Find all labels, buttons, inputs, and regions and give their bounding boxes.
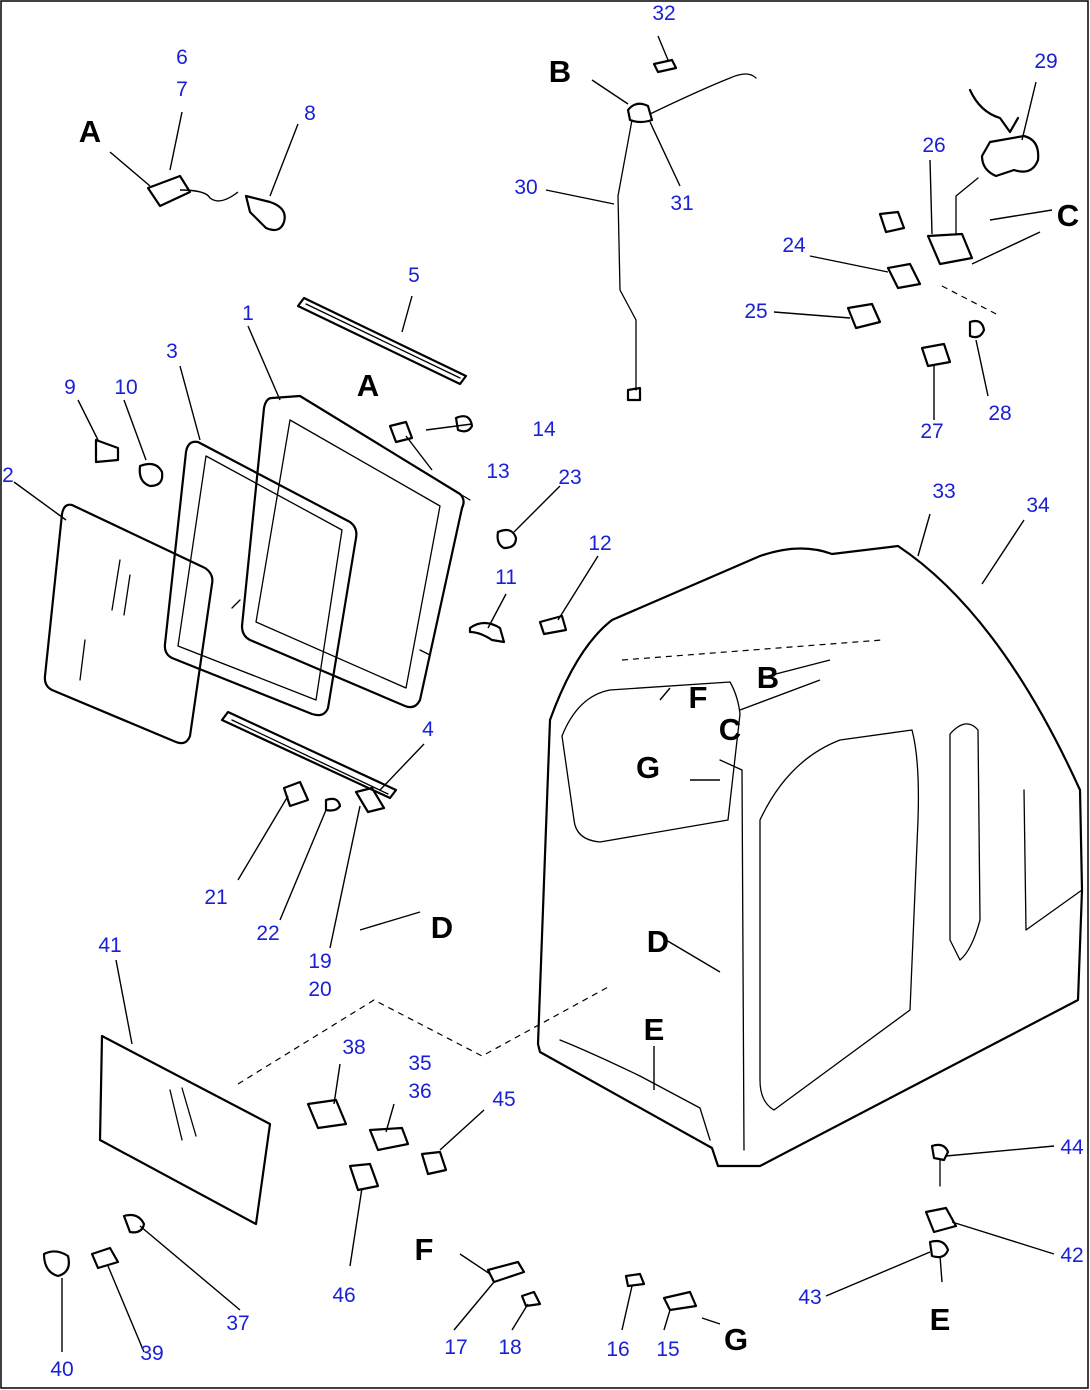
part-number-24: 24 [782,234,806,257]
part-number-6: 6 [176,46,188,69]
part-number-19: 19 [308,950,331,973]
ref-letter-d-left: D [431,910,453,945]
part-number-38: 38 [342,1036,365,1059]
window-frame[interactable] [231,394,471,709]
part-number-23: 23 [558,466,581,489]
ref-letter-f-bottom: F [415,1232,434,1267]
part-number-39: 39 [140,1342,163,1365]
part-number-17: 17 [444,1336,467,1359]
wiper-motor[interactable] [846,88,1040,368]
ref-letter-e-bottom: E [930,1302,951,1337]
part-number-46: 46 [332,1284,355,1307]
ref-letter-b-top: B [549,54,571,89]
part-number-35: 35 [408,1052,431,1075]
part-number-37: 37 [226,1312,249,1335]
part-number-21: 21 [204,886,227,909]
ref-letter-b-cab: B [757,660,779,695]
part-number-16: 16 [606,1338,629,1361]
part-number-11: 11 [495,566,517,589]
part-number-27: 27 [920,420,943,443]
part-number-34: 34 [1026,494,1050,517]
lower-fasteners[interactable] [42,780,958,1312]
part-number-28: 28 [988,402,1011,425]
part-number-29: 29 [1034,50,1057,73]
ref-letter-g-cab: G [636,750,660,785]
part-number-42: 42 [1060,1244,1083,1267]
wiper-cable[interactable] [617,58,757,402]
ref-letter-d-cab: D [647,924,669,959]
lower-rail[interactable] [220,710,398,800]
glass-seal[interactable] [163,440,358,717]
part-number-9: 9 [64,376,76,399]
part-number-2: 2 [2,464,14,487]
cab-body[interactable] [536,544,1084,1168]
ref-letter-f-cab: F [689,680,708,715]
part-number-40: 40 [50,1358,73,1381]
part-number-20: 20 [308,978,331,1001]
part-number-18: 18 [498,1336,521,1359]
part-number-25: 25 [744,300,767,323]
part-number-45: 45 [492,1088,515,1111]
leader-lines [13,35,1055,1353]
upper-rail[interactable] [296,296,468,386]
side-glass[interactable] [98,1034,272,1226]
part-number-7: 7 [176,78,188,101]
part-number-1: 1 [242,302,254,325]
ref-letter-g-bottom: G [724,1322,748,1357]
part-number-12: 12 [588,532,611,555]
part-number-44: 44 [1060,1136,1084,1159]
ref-letter-a-top: A [79,114,101,149]
ref-letter-c-cab: C [719,712,741,747]
part-number-13: 13 [486,460,509,483]
ref-letter-c-top: C [1057,198,1079,233]
ref-letter-e-cab: E [644,1012,665,1047]
reference-letter-labels: A A B B C C D D E E F F G G [79,54,1079,1357]
part-number-36: 36 [408,1080,431,1103]
part-number-5: 5 [408,264,420,287]
part-number-22: 22 [256,922,279,945]
part-number-32: 32 [652,2,675,25]
ref-letter-a-frame: A [357,368,379,403]
part-number-26: 26 [922,134,945,157]
window-latch-parts[interactable] [94,174,568,644]
part-number-33: 33 [932,480,955,503]
part-number-15: 15 [656,1338,679,1361]
part-number-31: 31 [670,192,693,215]
window-glass[interactable] [43,503,214,745]
part-number-3: 3 [166,340,178,363]
part-number-30: 30 [514,176,537,199]
part-number-43: 43 [798,1286,821,1309]
part-number-10: 10 [114,376,137,399]
part-number-8: 8 [304,102,316,125]
part-number-4: 4 [422,718,434,741]
part-number-41: 41 [98,934,121,957]
part-number-14: 14 [532,418,556,441]
